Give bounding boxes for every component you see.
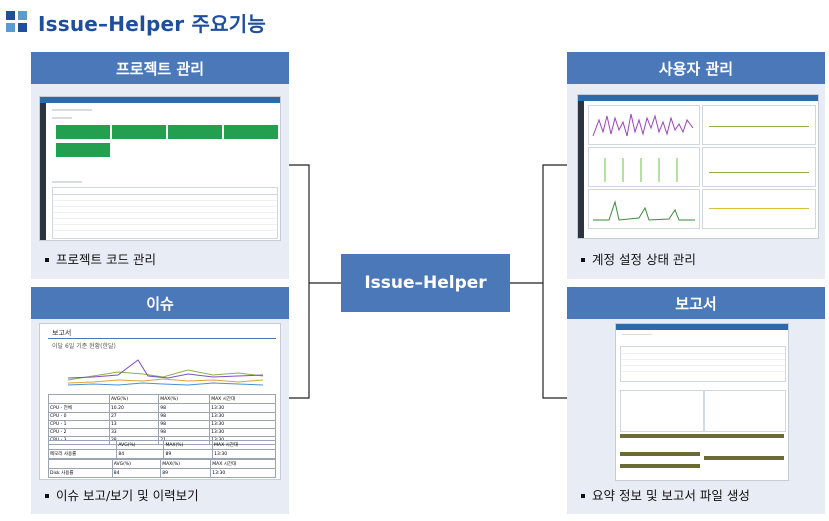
issue-cpu-table: AVG(%) MAX(%) MAX 시간대 CPU - 전체 10.20 98 … xyxy=(48,394,276,445)
issue-caption: 이슈 보고/보기 및 이력보기 xyxy=(45,485,199,504)
table-row: CPU - 전체 10.20 98 13:30 xyxy=(48,403,276,413)
bullet-icon xyxy=(45,493,49,498)
issue-memory-table: AVG(%) MAX(%) MAX 시간대 메모리 사용률 84 89 13:3… xyxy=(47,440,276,459)
table-header-cell: MAX(%) xyxy=(163,440,214,450)
table-cell: 13:30 xyxy=(209,428,276,437)
issue-disk-table: AVG(%) MAX(%) MAX 시간대 Disk 사용률 84 89 13:… xyxy=(48,459,276,478)
report-caption: 요약 정보 및 보고서 파일 생성 xyxy=(581,485,750,504)
user-panel-header: 사용자 관리 xyxy=(567,52,825,84)
issue-line-chart xyxy=(67,359,264,386)
table-row: CPU - 2 33 98 13:30 xyxy=(48,428,276,437)
table-header-cell: MAX 시간대 xyxy=(209,394,276,404)
table-cell: 84 xyxy=(111,468,162,478)
user-mini-chart xyxy=(604,158,678,182)
table-header-cell: MAX(%) xyxy=(158,394,211,404)
report-screenshot xyxy=(615,323,789,481)
table-cell: 98 xyxy=(158,412,211,421)
table-cell: 10.20 xyxy=(108,403,160,413)
table-cell: 98 xyxy=(158,428,211,437)
bullet-icon xyxy=(581,257,585,262)
table-row: Disk 사용률 84 89 13:30 xyxy=(48,468,276,478)
table-cell: 98 xyxy=(158,403,211,413)
project-panel: 프로젝트 관리 프로젝트 코드 관리 xyxy=(31,52,289,279)
report-panel-header: 보고서 xyxy=(567,287,825,319)
table-cell: CPU - 0 xyxy=(48,412,110,421)
table-header-cell: MAX 시간대 xyxy=(212,440,276,450)
table-cell: 메모리 사용률 xyxy=(47,449,118,459)
page-header: Issue–Helper 주요기능 xyxy=(6,8,266,36)
user-mini-chart xyxy=(593,200,695,221)
table-cell: CPU - 전체 xyxy=(48,403,110,413)
table-cell: 13:30 xyxy=(209,420,276,429)
bullet-icon xyxy=(581,493,585,498)
issue-caption-text: 이슈 보고/보기 및 이력보기 xyxy=(56,488,199,503)
issue-panel-header: 이슈 xyxy=(31,287,289,319)
table-cell: 33 xyxy=(108,428,160,437)
table-cell: 13:30 xyxy=(209,403,276,413)
table-cell: 89 xyxy=(160,468,212,478)
table-header-cell: AVG(%) xyxy=(108,394,160,404)
table-cell: CPU - 2 xyxy=(48,428,110,437)
user-mini-chart xyxy=(592,113,694,137)
table-cell: 13:30 xyxy=(210,468,276,478)
bullet-icon xyxy=(45,257,49,262)
report-caption-text: 요약 정보 및 보고서 파일 생성 xyxy=(592,488,750,503)
table-header-cell xyxy=(47,440,118,450)
table-header-row: AVG(%) MAX(%) MAX 시간대 xyxy=(48,459,276,469)
page-title: Issue–Helper 주요기능 xyxy=(38,11,266,36)
table-header-cell: AVG(%) xyxy=(116,440,165,450)
table-cell: CPU - 1 xyxy=(48,420,110,429)
table-cell: 89 xyxy=(163,449,214,459)
table-row: CPU - 1 13 98 13:30 xyxy=(48,420,276,429)
table-header-row: AVG(%) MAX(%) MAX 시간대 xyxy=(48,394,276,404)
user-panel: 사용자 관리 계정 설정 상태 관리 xyxy=(567,52,825,279)
table-header-row: AVG(%) MAX(%) MAX 시간대 xyxy=(47,440,276,450)
report-panel: 보고서 요약 정보 및 보고서 파일 생성 xyxy=(567,287,825,514)
table-header-cell: MAX(%) xyxy=(160,459,212,469)
table-cell: Disk 사용률 xyxy=(48,468,113,478)
project-screenshot xyxy=(39,96,281,241)
grid-logo-icon xyxy=(6,11,28,33)
project-caption: 프로젝트 코드 관리 xyxy=(45,249,156,268)
issue-shot-subtitle: 이달 6일 기준 현황(한달) xyxy=(52,343,116,350)
table-cell: 13 xyxy=(108,420,160,429)
project-caption-text: 프로젝트 코드 관리 xyxy=(56,252,156,267)
user-screenshot xyxy=(577,94,819,239)
table-cell: 13:30 xyxy=(212,449,276,459)
table-header-cell: MAX 시간대 xyxy=(210,459,276,469)
user-caption-text: 계정 설정 상태 관리 xyxy=(592,252,696,267)
center-issue-helper-box: Issue–Helper xyxy=(341,254,510,312)
issue-shot-title: 보고서 xyxy=(52,329,72,337)
table-header-cell: AVG(%) xyxy=(111,459,162,469)
issue-screenshot: 보고서 이달 6일 기준 현황(한달) AVG(%) MAX(%) MAX 시간… xyxy=(39,323,281,480)
table-row: 메모리 사용률 84 89 13:30 xyxy=(47,449,276,459)
table-header-cell xyxy=(48,459,113,469)
user-caption: 계정 설정 상태 관리 xyxy=(581,249,696,268)
table-cell: 27 xyxy=(108,412,160,421)
table-row: CPU - 0 27 98 13:30 xyxy=(48,412,276,421)
table-cell: 13:30 xyxy=(209,412,276,421)
table-cell: 98 xyxy=(158,420,211,429)
issue-panel: 이슈 보고서 이달 6일 기준 현황(한달) AVG(%) MAX(%) MAX… xyxy=(31,287,289,514)
project-panel-header: 프로젝트 관리 xyxy=(31,52,289,84)
table-header-cell xyxy=(48,394,110,404)
table-cell: 84 xyxy=(116,449,165,459)
